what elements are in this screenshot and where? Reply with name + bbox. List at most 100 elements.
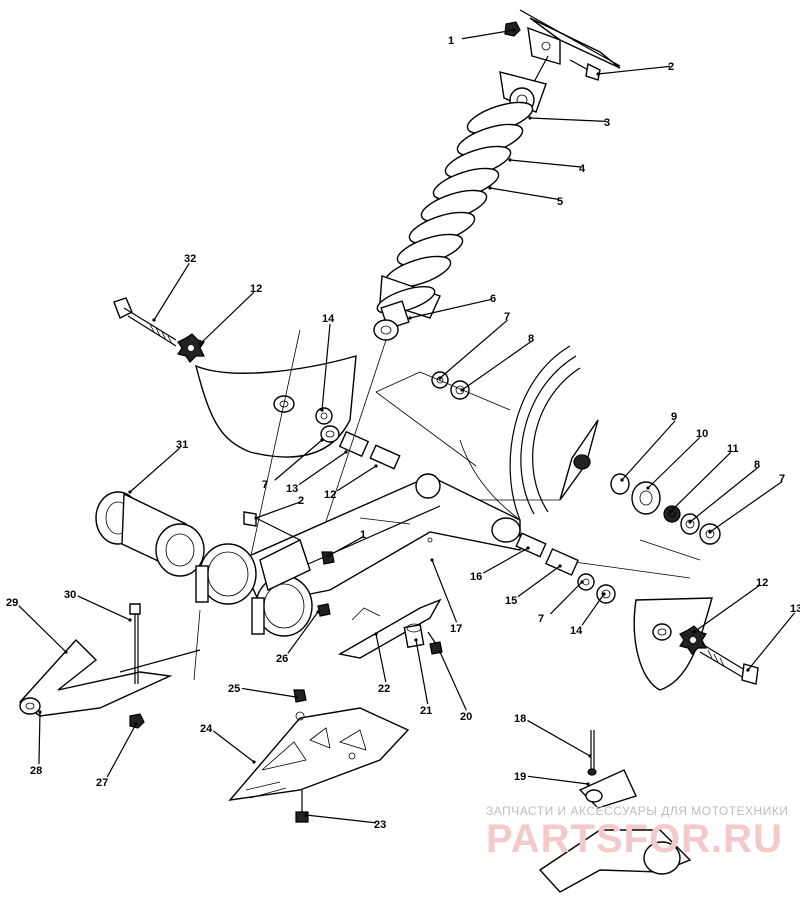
callout-dot-31 bbox=[38, 710, 42, 714]
callout-dot-40 bbox=[374, 464, 378, 468]
callout-dot-24 bbox=[414, 638, 418, 642]
callout-label-13: 7 bbox=[779, 473, 785, 485]
lower-bushings bbox=[515, 532, 616, 604]
left-bracket-bolt bbox=[129, 603, 141, 684]
right-star-washer bbox=[679, 625, 707, 655]
callout-leader-30 bbox=[106, 723, 137, 778]
callout-leader-25 bbox=[375, 633, 387, 683]
callout-dot-39 bbox=[344, 450, 348, 454]
watermark: ЗАПЧАСТИ И АКСЕССУАРЫ ДЛЯ МОТОТЕХНИКИ PA… bbox=[486, 804, 788, 861]
callout-dot-36 bbox=[198, 342, 202, 346]
callout-label-33: 30 bbox=[64, 589, 76, 601]
callout-label-41: 2 bbox=[298, 495, 304, 507]
small-spacer bbox=[403, 623, 425, 649]
callout-leader-32 bbox=[18, 605, 67, 653]
left-bracket-nut bbox=[129, 713, 145, 729]
callout-leader-29 bbox=[287, 611, 319, 654]
callout-dot-18 bbox=[558, 564, 562, 568]
callout-leader-37 bbox=[321, 323, 331, 411]
rail-bracket bbox=[228, 707, 410, 801]
callout-dot-25 bbox=[374, 632, 378, 636]
rail-bracket-screw bbox=[295, 790, 309, 823]
clamp-bolt-nut bbox=[243, 511, 335, 617]
callout-leader-14 bbox=[693, 585, 760, 633]
callout-label-28: 25 bbox=[228, 683, 240, 695]
callout-leader-11 bbox=[669, 451, 732, 513]
callout-leader-21 bbox=[527, 719, 591, 757]
callout-leader-8 bbox=[461, 341, 532, 391]
callout-dot-7 bbox=[438, 376, 442, 380]
callout-label-25: 22 bbox=[378, 683, 390, 695]
callout-leader-7 bbox=[439, 319, 508, 379]
callout-leader-38 bbox=[274, 439, 323, 481]
callout-leader-28 bbox=[241, 687, 297, 698]
callout-leader-36 bbox=[199, 291, 255, 345]
callout-label-15: 13 bbox=[790, 603, 800, 615]
callout-label-21: 18 bbox=[514, 713, 526, 725]
callout-leader-15 bbox=[747, 612, 795, 671]
callout-dot-32 bbox=[64, 650, 68, 654]
callout-label-7: 7 bbox=[504, 311, 510, 323]
callout-dot-8 bbox=[460, 388, 464, 392]
callout-label-10: 10 bbox=[696, 428, 708, 440]
callout-dot-42 bbox=[326, 554, 330, 558]
upper-nut bbox=[504, 21, 521, 37]
callout-label-35: 32 bbox=[184, 253, 196, 265]
left-star-washer bbox=[177, 333, 205, 363]
callout-label-34: 31 bbox=[176, 439, 188, 451]
watermark-subtitle: ЗАПЧАСТИ И АКСЕССУАРЫ ДЛЯ МОТОТЕХНИКИ bbox=[486, 804, 788, 818]
callout-label-26: 23 bbox=[374, 819, 386, 831]
callout-dot-37 bbox=[320, 408, 324, 412]
callout-dot-2 bbox=[596, 72, 600, 76]
callout-dot-21 bbox=[588, 754, 592, 758]
callout-label-17: 7 bbox=[538, 613, 544, 625]
callout-leader-22 bbox=[527, 775, 589, 785]
left-side-plate bbox=[194, 355, 357, 458]
callout-dot-15 bbox=[746, 668, 750, 672]
callout-label-14: 12 bbox=[756, 577, 768, 589]
upper-bushings bbox=[338, 430, 401, 470]
callout-label-31: 28 bbox=[30, 765, 42, 777]
callout-dot-20 bbox=[430, 558, 434, 562]
callout-label-8: 8 bbox=[528, 333, 534, 345]
upper-mount-bracket bbox=[519, 9, 621, 83]
callout-label-2: 2 bbox=[668, 61, 674, 73]
callout-leader-6 bbox=[409, 298, 493, 319]
callout-leader-9 bbox=[621, 420, 676, 481]
callout-leader-40 bbox=[336, 465, 377, 492]
callout-label-23: 20 bbox=[460, 711, 472, 723]
callout-dot-41 bbox=[254, 516, 258, 520]
idler-wheel bbox=[459, 345, 581, 521]
callout-label-29: 26 bbox=[276, 653, 288, 665]
callout-leader-33 bbox=[77, 595, 131, 621]
watermark-brand: PARTSFOR.RU bbox=[486, 817, 783, 861]
callout-leader-23 bbox=[439, 651, 467, 711]
callout-dot-11 bbox=[668, 510, 672, 514]
callout-dot-9 bbox=[620, 478, 624, 482]
callout-dot-3 bbox=[528, 116, 532, 120]
callout-leader-1 bbox=[461, 29, 515, 40]
callout-leader-10 bbox=[647, 436, 701, 489]
callout-dot-6 bbox=[408, 316, 412, 320]
callout-leader-26 bbox=[305, 814, 377, 824]
callout-dot-4 bbox=[508, 158, 512, 162]
callout-label-19: 16 bbox=[470, 571, 482, 583]
callout-leader-19 bbox=[482, 547, 529, 574]
callout-label-30: 27 bbox=[96, 777, 108, 789]
callout-leader-42 bbox=[327, 536, 364, 557]
callout-dot-38 bbox=[320, 438, 324, 442]
callout-label-9: 9 bbox=[671, 411, 677, 423]
callout-leader-17 bbox=[550, 581, 583, 615]
lower-right-pin bbox=[587, 730, 597, 776]
callout-dot-12 bbox=[688, 520, 692, 524]
callout-dot-28 bbox=[294, 695, 298, 699]
callout-leader-5 bbox=[489, 187, 560, 201]
callout-leader-31 bbox=[38, 711, 41, 765]
callout-label-1: 1 bbox=[448, 35, 454, 47]
callout-label-4: 4 bbox=[579, 163, 586, 175]
left-washers bbox=[315, 407, 340, 443]
callout-label-38: 7 bbox=[262, 479, 268, 491]
callout-label-3: 3 bbox=[604, 117, 610, 129]
callout-label-40: 12 bbox=[324, 489, 336, 501]
